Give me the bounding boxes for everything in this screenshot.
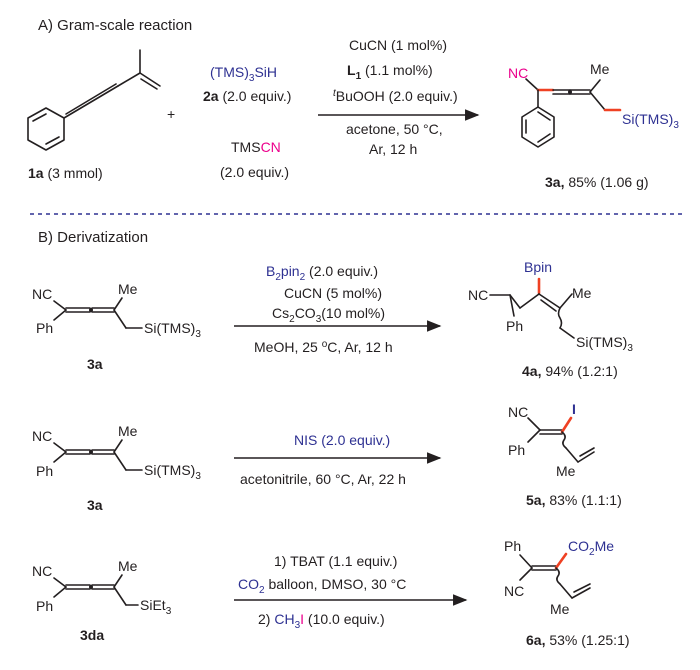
- rxn2-reactant-structure: NC Ph Me Si(TMS)3: [32, 423, 201, 482]
- rxn1-product-me: Me: [572, 285, 592, 301]
- product-3a-si: Si(TMS)3: [622, 111, 679, 131]
- rxn1-product-nc: NC: [468, 287, 488, 303]
- rxn3-product-caption: 6a, 53% (1.25:1): [526, 632, 630, 648]
- cond-a-catalyst: CuCN (1 mol%): [349, 37, 447, 53]
- product-3a-nc: NC: [508, 65, 528, 81]
- reactant-1a-structure: [27, 49, 161, 151]
- rxn3-reactant-nc: NC: [32, 563, 52, 579]
- rxn2-product-nc: NC: [508, 404, 528, 420]
- rxn3-reactant-structure: NC Ph Me SiEt3: [32, 558, 172, 617]
- rxn2-reactant-nc: NC: [32, 428, 52, 444]
- rxn3-product-co2me: CO2Me: [568, 538, 614, 558]
- rxn2-product-ph: Ph: [508, 442, 525, 458]
- cond-a-ligand: L1 (1.1 mol%): [347, 62, 433, 82]
- rxn2-cond-reagent: NIS (2.0 equiv.): [294, 432, 390, 448]
- cond-a-oxidant: tBuOOH (2.0 equiv.): [333, 88, 458, 104]
- plus-sign: +: [167, 106, 175, 122]
- rxn1-product-structure: Bpin NC Ph Me Si(TMS)3: [468, 259, 633, 354]
- rxn1-reactant-si: Si(TMS)3: [144, 320, 201, 340]
- rxn3-cond-co2: CO2 balloon, DMSO, 30 °C: [238, 576, 406, 596]
- rxn2-product-structure: NC I Ph Me: [508, 401, 595, 479]
- cond-a-atmosphere: Ar, 12 h: [369, 141, 417, 157]
- rxn2-reactant-label: 3a: [87, 497, 103, 513]
- reactant-1a-caption: 1a (3 mmol): [28, 165, 103, 181]
- product-3a-structure: NC Me Si(TMS)3: [508, 61, 679, 148]
- rxn3-cond-step2: 2) CH3I (10.0 equiv.): [258, 611, 385, 631]
- rxn1-reactant-structure: NC Ph Me Si(TMS)3: [32, 281, 201, 340]
- rxn3-reactant-label: 3da: [80, 627, 104, 643]
- rxn1-product-bpin: Bpin: [524, 259, 552, 275]
- rxn3-cond-step1: 1) TBAT (1.1 equiv.): [274, 553, 397, 569]
- rxn1-reactant-nc: NC: [32, 286, 52, 302]
- reagent-tmscn-formula: TMSCN: [231, 139, 281, 155]
- reagent-tmscn-equiv: (2.0 equiv.): [220, 164, 289, 180]
- rxn3-product-ph: Ph: [504, 538, 521, 554]
- rxn1-cond-base: Cs2CO3(10 mol%): [272, 305, 385, 325]
- rxn2-reactant-ph: Ph: [36, 463, 53, 479]
- rxn2-product-caption: 5a, 83% (1.1:1): [526, 492, 622, 508]
- rxn1-reactant-me: Me: [118, 281, 138, 297]
- rxn1-reactant-ph: Ph: [36, 320, 53, 336]
- cond-a-solvent: acetone, 50 °C,: [346, 121, 443, 137]
- rxn3-product-me: Me: [550, 601, 570, 617]
- rxn1-cond-boron: B2pin2 (2.0 equiv.): [266, 263, 378, 283]
- section-a-title: A) Gram-scale reaction: [38, 17, 192, 34]
- rxn2-product-iodine: I: [572, 401, 576, 417]
- rxn2-reactant-si: Si(TMS)3: [144, 462, 201, 482]
- rxn3-product-structure: Ph CO2Me NC Me: [504, 538, 614, 617]
- product-3a-caption: 3a, 85% (1.06 g): [545, 174, 649, 190]
- rxn1-reactant-label: 3a: [87, 356, 103, 372]
- reagent-2a-formula: (TMS)3SiH: [210, 64, 277, 84]
- rxn1-product-si: Si(TMS)3: [576, 334, 633, 354]
- rxn3-reactant-si: SiEt3: [140, 597, 172, 617]
- rxn2-reactant-me: Me: [118, 423, 138, 439]
- reagent-2a-caption: 2a (2.0 equiv.): [203, 88, 291, 104]
- rxn3-reactant-me: Me: [118, 558, 138, 574]
- product-3a-me: Me: [590, 61, 610, 77]
- rxn3-reactant-ph: Ph: [36, 598, 53, 614]
- rxn1-product-ph: Ph: [506, 318, 523, 334]
- rxn3-product-nc: NC: [504, 583, 524, 599]
- rxn1-product-caption: 4a, 94% (1.2:1): [522, 363, 618, 379]
- section-b-title: B) Derivatization: [38, 229, 148, 246]
- rxn2-product-me: Me: [556, 463, 576, 479]
- rxn1-cond-solvent: MeOH, 25 oC, Ar, 12 h: [254, 339, 393, 355]
- rxn2-cond-solvent: acetonitrile, 60 °C, Ar, 22 h: [240, 471, 406, 487]
- rxn1-cond-catalyst: CuCN (5 mol%): [284, 285, 382, 301]
